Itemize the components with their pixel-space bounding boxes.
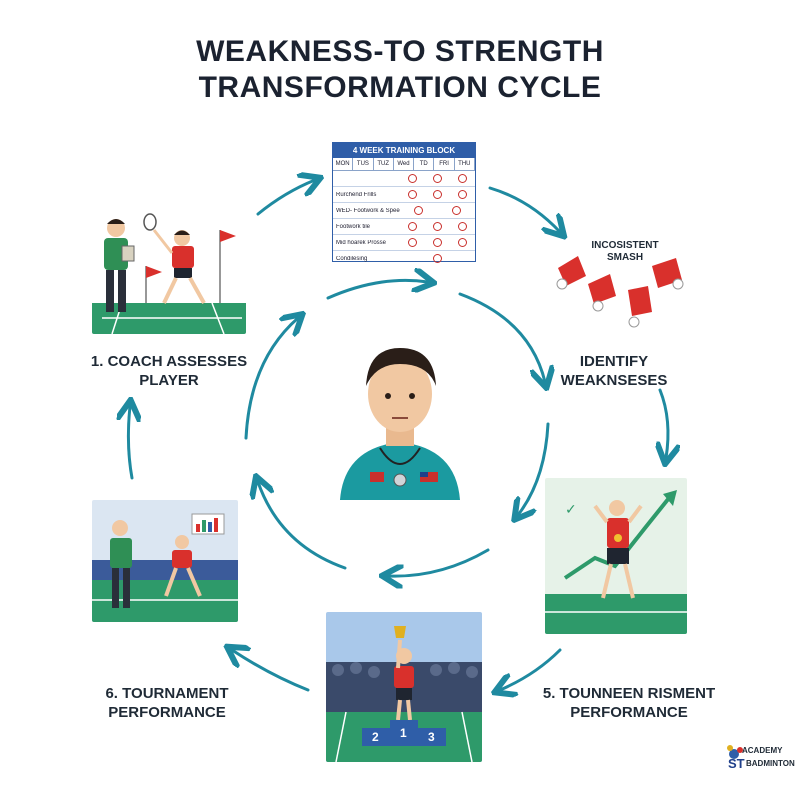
step-5-label: 5. TOUNNEEN RISMENT PERFORMANCE (534, 684, 724, 722)
shuttle-icon (414, 206, 424, 215)
shuttlecock-icon (652, 258, 684, 290)
shuttlecock-icon (588, 274, 616, 312)
calendar-day: FRI (434, 158, 455, 170)
panel-podium: 2 1 3 (326, 612, 482, 762)
inner-arrow-5 (258, 482, 347, 570)
step-6-line-1: 6. TOURNAMENT (105, 685, 229, 702)
step-6-label: 6. TOURNAMENT PERFORMANCE (92, 684, 242, 722)
coach-assess-illustration (92, 213, 246, 334)
calendar-days: MON TUS TUZ Wed TD FRI THU (333, 158, 475, 171)
shuttle-icon (458, 238, 467, 247)
step-2-label: IDENTIFY WEAKNSESES (544, 352, 684, 390)
shuttle-icon (408, 190, 417, 199)
shuttle-caption-line-1: INCOSISTENT (591, 240, 659, 251)
logo-academy: ACADEMY (742, 746, 783, 755)
inner-arrow-4 (388, 548, 490, 576)
inner-arrow-6 (244, 318, 298, 440)
shuttlecocks-illustration (556, 256, 684, 328)
step-1-label: 1. COACH ASSESSES PLAYER (84, 352, 254, 390)
calendar-row-label: WED- Footwork & Speed (336, 207, 400, 214)
podium-first: 1 (400, 726, 407, 740)
step-5-line-2: PERFORMANCE (570, 704, 688, 721)
logo-mark-icon (727, 745, 743, 759)
center-coach-illustration (340, 348, 460, 500)
logo-badminton: BADMINTON (746, 759, 795, 768)
calendar-row: Footwork tile (333, 219, 475, 235)
podium-third: 3 (428, 730, 435, 744)
academy-logo: ACADEMY ST BADMINTON (724, 744, 795, 784)
celebration-illustration: ✓ (545, 490, 687, 634)
step-1-line-2: PLAYER (139, 372, 199, 389)
step-2-line-1: IDENTIFY (579, 353, 649, 370)
calendar-row-label: Rurchend Frills (336, 191, 377, 198)
title-line-1: WEAKNESS-TO STRENGTH (196, 35, 604, 68)
calendar-row: WED- Footwork & Speed (333, 203, 475, 219)
shuttle-caption: INCOSISTENT SMASH (580, 240, 670, 264)
calendar-day: TD (414, 158, 435, 170)
training-session-illustration (92, 513, 238, 622)
outer-arrow-3 (660, 388, 668, 458)
step-2-line-2: WEAKNSESES (560, 372, 668, 389)
shuttle-icon (408, 174, 417, 183)
outer-arrow-5 (232, 650, 310, 692)
calendar-day: MON (333, 158, 354, 170)
step-6-line-2: PERFORMANCE (108, 704, 226, 721)
shuttle-icon (433, 190, 442, 199)
page-title: WEAKNESS-TO STRENGTH TRANSFORMATION CYCL… (0, 34, 800, 106)
outer-arrow-2 (488, 186, 560, 232)
inner-arrow-2 (458, 292, 545, 382)
shuttle-icon (458, 174, 467, 183)
step-1-line-1: 1. COACH ASSESSES (90, 353, 248, 370)
title-line-2: TRANSFORMATION CYCLE (198, 71, 602, 104)
outer-arrow-1 (256, 180, 315, 216)
podium-illustration (326, 626, 482, 762)
calendar-row-label: Condilesing (336, 255, 368, 262)
shuttle-icon (433, 254, 442, 263)
inner-arrow-1 (326, 280, 428, 300)
shuttle-icon (433, 238, 442, 247)
calendar-row: Rurchend Frills (333, 187, 475, 203)
panel-training-session (92, 500, 238, 622)
outer-arrow-4 (500, 648, 562, 690)
calendar-heading: 4 WEEK TRAINING BLOCK (333, 143, 475, 158)
logo-st: ST (728, 756, 745, 771)
calendar-row: Condilesing (333, 251, 475, 266)
shuttle-icon (458, 222, 467, 231)
shuttle-icon (433, 174, 442, 183)
shuttle-icon (433, 222, 442, 231)
svg-text:✓: ✓ (565, 502, 577, 518)
calendar-row (333, 171, 475, 187)
shuttlecock-icon (628, 286, 652, 328)
step-5-line-1: 5. TOUNNEEN RISMENT (542, 685, 716, 702)
calendar-day: Wed (394, 158, 415, 170)
podium-second: 2 (372, 730, 379, 744)
panel-coach-assesses (92, 208, 246, 334)
panel-celebration: ✓ (545, 478, 687, 634)
training-calendar: 4 WEEK TRAINING BLOCK MON TUS TUZ Wed TD… (332, 142, 476, 263)
shuttle-icon (408, 238, 417, 247)
calendar-row-label: Footwork tile (336, 223, 371, 230)
shuttle-icon (458, 190, 467, 199)
outer-arrow-6 (128, 406, 132, 480)
calendar-day: THU (455, 158, 475, 170)
inner-arrow-3 (518, 422, 550, 515)
calendar-day: TUS (353, 158, 374, 170)
calendar-row: Mid hoarek Prosse (333, 235, 475, 251)
shuttle-caption-line-2: SMASH (606, 252, 644, 263)
calendar-day: TUZ (374, 158, 394, 170)
shuttle-icon (408, 222, 417, 231)
calendar-row-label: Mid hoarek Prosse (336, 239, 387, 246)
shuttle-icon (451, 206, 461, 215)
shuttlecock-icon (556, 256, 586, 290)
